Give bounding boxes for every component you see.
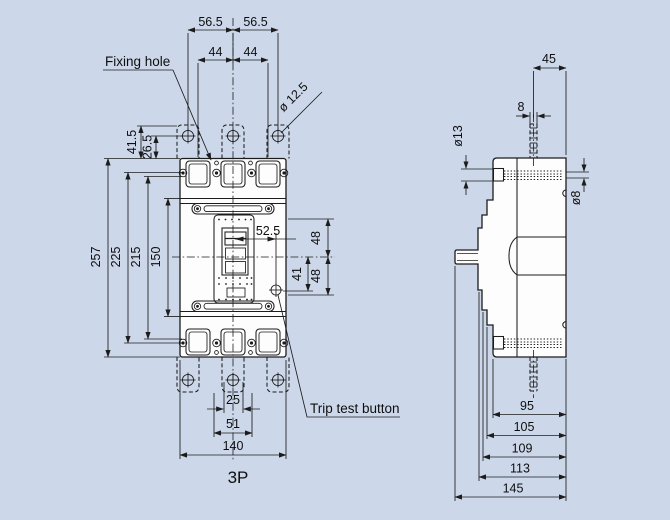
pole-count-label: 3P [228, 468, 249, 487]
lug-hole [180, 372, 196, 388]
dim-overall-height: 257 [89, 247, 103, 268]
terminal-pad [185, 328, 211, 356]
dim-escutcheon-upper: 48 [309, 231, 323, 245]
dim-terminal-width: 25 [226, 393, 240, 407]
rating-plate [226, 287, 246, 298]
arrowhead [267, 236, 276, 242]
dim-lug-pitch-left: 56.5 [198, 15, 222, 29]
escutcheon [213, 214, 255, 304]
dim-center-to-trip: 52.5 [256, 224, 280, 238]
bottom-terminal-pads [178, 328, 289, 356]
dim-escutcheon-lower: 48 [309, 269, 323, 283]
dim-pole-pitch-left: 44 [209, 45, 223, 59]
fixing-hole-callout: Fixing hole [103, 54, 212, 161]
trip-test-button [269, 283, 283, 297]
dim-center-to-trip-v: 41 [290, 267, 304, 281]
lug-hole-dia-leader [280, 91, 323, 134]
dim-depth-cover: 109 [512, 442, 533, 456]
fixing-hole [248, 350, 253, 355]
dim-lug-pitch-right: 56.5 [243, 15, 267, 29]
escutcheon-dots [218, 218, 253, 301]
dim-lug-height: 41.5 [125, 130, 139, 154]
edge-notch [562, 321, 567, 329]
side-terminal-top [492, 167, 562, 182]
handle-window [225, 247, 246, 260]
side-view: 45 8 ø13 ø8 95 105 109 113 145 [451, 52, 589, 501]
terminal-pad-inner [258, 331, 278, 353]
trip-test-callout: Trip test button [277, 294, 400, 418]
dim-depth-escutcheon: 113 [510, 462, 530, 476]
dim-mount-pitch-inner: 215 [129, 247, 143, 268]
lug-hole [270, 372, 286, 388]
lug-hole [270, 128, 286, 144]
terminal-pad-inner [188, 163, 208, 185]
fixing-hole [248, 160, 253, 166]
side-terminal-bottom [492, 335, 562, 350]
dim-pole-pitch-right: 44 [244, 45, 258, 59]
handle-frame [221, 227, 249, 276]
handle-window [225, 261, 246, 274]
top-screws [178, 160, 289, 178]
side-dimensions: 45 8 ø13 ø8 95 105 109 113 145 [451, 52, 589, 501]
arrowhead [235, 236, 244, 242]
dim-overall-width: 140 [223, 439, 244, 453]
trip-test-label: Trip test button [310, 401, 400, 416]
dim-stud-dia: 8 [518, 100, 525, 114]
dim-depth-step: 105 [514, 420, 535, 434]
side-body [454, 157, 567, 358]
terminal-pad-inner [258, 163, 278, 185]
dim-terminal-hole-inner: ø8 [569, 191, 583, 206]
dim-terminal-hole-outer: ø13 [451, 125, 465, 147]
dim-cover-height: 150 [149, 247, 163, 268]
terminal-pad-inner [188, 331, 208, 353]
dim-lug-hole-offset: 26.5 [141, 135, 155, 159]
dim-lug-slot-pitch: 51 [226, 417, 240, 431]
side-split-lines [508, 158, 566, 357]
front-view: 56.5 56.5 44 44 41.5 26.5 257 225 215 15… [89, 15, 400, 487]
fixing-hole-label: Fixing hole [105, 54, 170, 69]
edge-notch [562, 189, 567, 197]
terminal-pad [185, 160, 211, 188]
fixing-hole [214, 160, 219, 166]
dim-depth-overall: 145 [503, 482, 524, 496]
top-mounting-stud [529, 114, 538, 166]
dim-mount-pitch-outer: 225 [109, 247, 123, 268]
bottom-mounting-stud [529, 350, 538, 398]
dim-lug-hole-dia: ø 12.5 [276, 80, 311, 115]
dim-depth-base: 95 [520, 399, 534, 413]
fixing-hole [214, 350, 219, 355]
dim-stud-to-back: 45 [542, 52, 556, 66]
